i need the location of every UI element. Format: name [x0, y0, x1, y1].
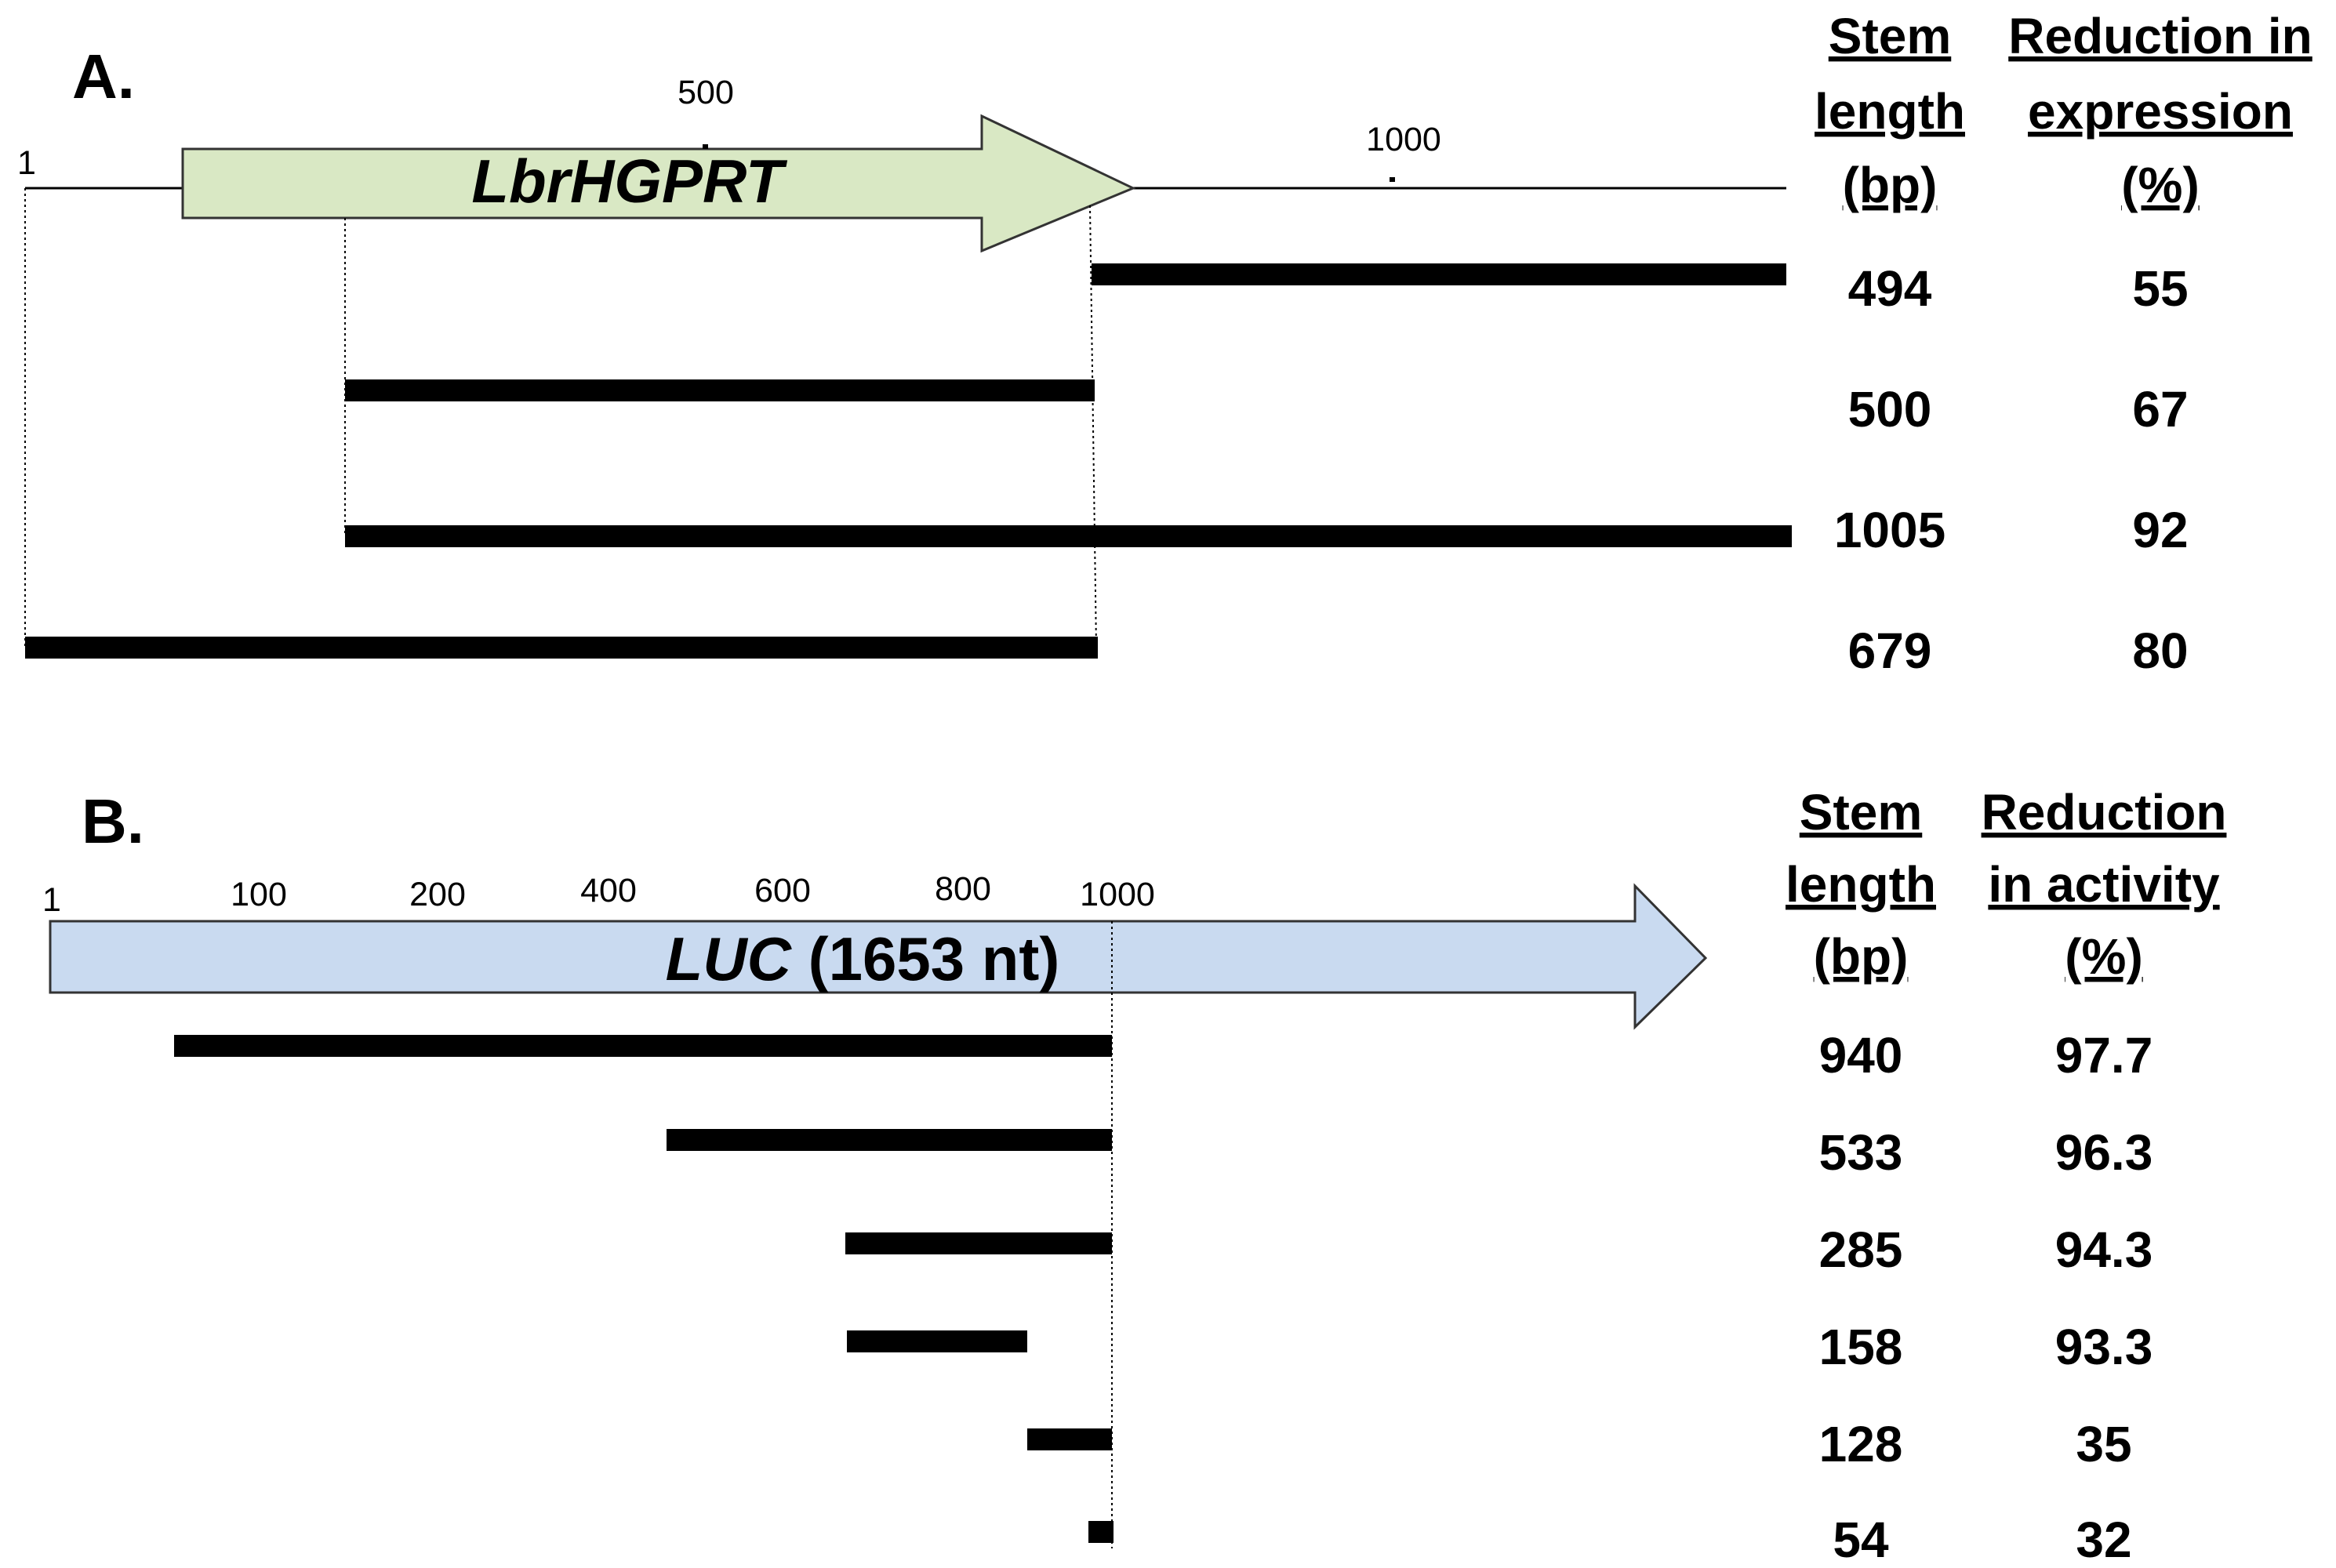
panel-a-guide-right	[1089, 205, 1097, 648]
panel-b-tick-800: 800	[935, 870, 991, 908]
svg-text:length: length	[1815, 83, 1965, 140]
panel-b-reduction-value: 94.3	[2055, 1221, 2153, 1278]
panel-b-header-reduction: Reduction in activity (%)	[1982, 784, 2227, 985]
panel-b-stem-length-value: 285	[1819, 1221, 1903, 1278]
panel-b-stem-bar	[667, 1129, 1112, 1151]
panel-a-reduction-value: 92	[2132, 502, 2188, 558]
panel-a-header-reduction: Reduction in expression (%)	[2008, 8, 2312, 213]
panel-b-stem-bar	[1088, 1521, 1114, 1543]
panel-b-reduction-value: 96.3	[2055, 1124, 2153, 1181]
svg-text:(bp): (bp)	[1843, 157, 1938, 213]
panel-a-stem-length-value: 500	[1848, 381, 1932, 437]
svg-text:length: length	[1786, 856, 1936, 913]
panel-a-reduction-value: 55	[2132, 260, 2188, 317]
panel-a-stem-length-value: 494	[1848, 260, 1932, 317]
panel-b-reduction-value: 35	[2076, 1416, 2131, 1472]
lbrhgprt-gene-label: LbrHGPRT	[471, 147, 788, 216]
panel-a-header-stem-length: Stem length (bp)	[1815, 8, 1965, 213]
panel-b-header-stem-length: Stem length (bp)	[1786, 784, 1936, 985]
panel-b-tick-1000: 1000	[1080, 876, 1155, 913]
panel-b-stem-length-value: 533	[1819, 1124, 1903, 1181]
svg-text:in activity: in activity	[1988, 856, 2220, 913]
panel-b-reduction-value: 93.3	[2055, 1319, 2153, 1375]
panel-b-stem-length-value: 940	[1819, 1027, 1903, 1083]
panel-a-stem-length-value: 679	[1848, 622, 1932, 679]
panel-b-tick-600: 600	[754, 872, 811, 909]
panel-a-stem-bar	[25, 637, 1098, 659]
panel-b-stem-bar	[847, 1330, 1027, 1352]
lbrhgprt-gene-arrow	[181, 114, 1136, 253]
svg-text:Reduction in: Reduction in	[2008, 8, 2312, 64]
panel-a: A. LbrHGPRT 1 500 1000 Stem length (bp) …	[17, 8, 2312, 679]
panel-b-reduction-value: 97.7	[2055, 1027, 2153, 1083]
panel-a-reduction-value: 67	[2132, 381, 2188, 437]
svg-text:Stem: Stem	[1800, 784, 1923, 840]
panel-b-label: B.	[82, 786, 144, 856]
panel-b-stem-bar	[174, 1035, 1112, 1057]
panel-b: B. 1 100 200 400 600 800 1000 LUC (1653 …	[42, 784, 2226, 1568]
panel-a-reduction-value: 80	[2132, 622, 2188, 679]
panel-b-stem-length-value: 158	[1819, 1319, 1903, 1375]
panel-b-tick-100: 100	[231, 876, 287, 913]
panel-a-tick-500: 500	[678, 74, 734, 111]
luc-gene-arrow	[49, 883, 1708, 1030]
luc-gene-label: LUC (1653 nt)	[666, 924, 1060, 993]
panel-b-stem-length-value: 54	[1833, 1512, 1889, 1568]
svg-text:expression: expression	[2028, 83, 2293, 140]
panel-a-stem-bar	[345, 525, 1792, 547]
panel-b-stem-bar	[1027, 1428, 1112, 1450]
panel-b-stem-bar	[845, 1232, 1112, 1254]
panel-a-stem-bar	[345, 379, 1095, 401]
panel-b-tick-400: 400	[580, 872, 637, 909]
svg-text:(bp): (bp)	[1814, 928, 1909, 985]
panel-a-stem-length-value: 1005	[1834, 502, 1945, 558]
svg-text:Stem: Stem	[1829, 8, 1952, 64]
panel-a-start-label: 1	[17, 144, 36, 182]
panel-b-reduction-value: 32	[2076, 1512, 2131, 1568]
panel-a-tick-1000: 1000	[1366, 121, 1441, 158]
panel-a-tick-mark-1000	[1390, 177, 1395, 182]
panel-a-label: A.	[72, 42, 135, 111]
panel-b-start-label: 1	[42, 881, 61, 919]
svg-text:(%): (%)	[2065, 928, 2143, 985]
panel-a-tick-mark-500	[703, 144, 708, 149]
panel-b-stem-length-value: 128	[1819, 1416, 1903, 1472]
panel-b-tick-200: 200	[409, 876, 466, 913]
svg-text:(%): (%)	[2121, 157, 2200, 213]
svg-text:Reduction: Reduction	[1982, 784, 2227, 840]
panel-a-stem-bar	[1092, 263, 1786, 285]
